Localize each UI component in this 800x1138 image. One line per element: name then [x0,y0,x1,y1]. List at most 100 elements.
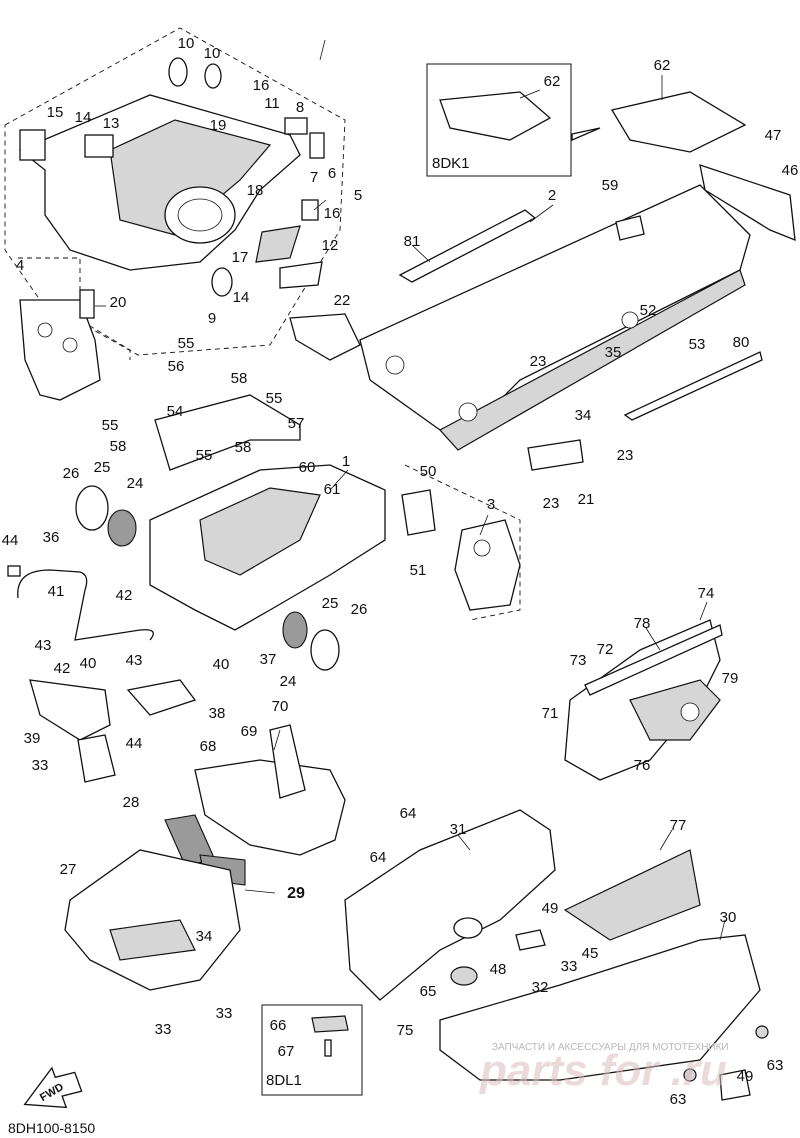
part-2-lower-edge [439,269,746,451]
part-8-bracket [284,117,308,135]
callout-27: 27 [60,861,77,878]
callout-59: 59 [602,177,619,194]
part-44-cap-left [7,565,21,577]
frame-opening-inner [177,198,223,232]
panel-71-79-group [564,619,723,781]
callout-81: 81 [404,233,421,250]
part-15-bracket [19,129,46,161]
part-1-group [75,394,386,671]
part-3-group [401,464,521,621]
callout-39: 39 [24,730,41,747]
callout-42: 42 [116,587,133,604]
part-27-cover [64,849,241,991]
callout-14: 14 [75,109,92,126]
callout-61: 61 [324,481,341,498]
callout-57: 57 [288,415,305,432]
callout-74: 74 [698,585,715,602]
callout-55: 55 [178,335,195,352]
callout-55: 55 [102,417,119,434]
part-13-bracket [84,134,114,158]
callout-10: 10 [204,45,221,62]
watermark-caption: ЗАПЧАСТИ И АКСЕССУАРЫ ДЛЯ МОТОТЕХНИКИ [492,1042,729,1053]
part-4-hole-a [37,322,53,338]
part-27-vent [109,919,196,961]
part-4-group [18,257,131,401]
callout-80: 80 [733,334,750,351]
callout-32: 32 [532,979,549,996]
part-25-plate-left [75,485,109,531]
callout-26: 26 [63,465,80,482]
fwd-arrow: FWD [23,1066,83,1109]
part-36-handle-bar [17,569,154,641]
callout-43: 43 [126,652,143,669]
callout-43: 43 [35,637,52,654]
callout-25: 25 [94,459,111,476]
part-65-grommet [450,966,478,986]
callout-41: 41 [48,583,65,600]
callout-58: 58 [110,438,127,455]
watermark-brand: parts for .ru [479,1046,727,1095]
callout-69: 69 [241,723,258,740]
frame-inner-wall [109,119,272,236]
callout-18: 18 [247,182,264,199]
callout-24: 24 [280,673,297,690]
callout-60: 60 [299,459,316,476]
callout-28: 28 [123,794,140,811]
part-39-bracket [29,679,111,741]
callout-76: 76 [634,757,651,774]
callout-71: 71 [542,705,559,722]
callout-49: 49 [737,1068,754,1085]
part-63-cap-lower [683,1068,697,1082]
frame-assembly-group [4,27,346,356]
diagram-code: 8DH100-8150 [8,1120,95,1136]
part-12-bracket [279,261,323,289]
part-24-boot-left [107,509,137,547]
callout-40: 40 [213,656,230,673]
callout-58: 58 [235,439,252,456]
callout-23: 23 [543,495,560,512]
callout-64: 64 [400,805,417,822]
callout-33: 33 [155,1021,172,1038]
callout-62: 62 [544,73,561,90]
part-49-bracket-lower [719,1069,751,1101]
callout-2: 2 [548,187,556,204]
callout-30: 30 [720,909,737,926]
callout-36: 36 [43,529,60,546]
inset-box-8dk1-label: 8DK1 [432,155,470,172]
callout-10: 10 [178,35,195,52]
callout-11: 11 [264,95,280,112]
callout-77: 77 [670,817,687,834]
watermark: ЗАПЧАСТИ И АКСЕССУАРЫ ДЛЯ МОТОТЕХНИКИ pa… [479,1042,729,1095]
callout-54: 54 [167,403,184,420]
callout-12: 12 [322,237,339,254]
part-2-main-frame [359,184,751,441]
callout-68: 68 [200,738,217,755]
callout-67: 67 [278,1043,295,1060]
leader-lines [95,39,726,941]
callout-5: 5 [354,187,362,204]
fwd-arrow-shape [23,1066,83,1109]
part-63-cap-upper [755,1025,769,1039]
part-7-bracket [301,199,319,221]
part-76-bracket [629,679,721,741]
callout-8: 8 [296,99,304,116]
callout-73: 73 [570,652,587,669]
callout-55: 55 [196,447,213,464]
part-68-69-cowl [194,759,346,856]
callout-9: 9 [208,310,216,327]
callout-25: 25 [322,595,339,612]
part-21-bracket [527,439,584,471]
part-49-bracket-upper [515,929,546,951]
part-30-panel [439,934,761,1081]
part-36-group [7,565,154,641]
part-22-bracket [289,313,361,361]
callout-48: 48 [490,961,507,978]
inset-box-8dl1-label: 8DL1 [266,1072,302,1089]
callout-21: 21 [578,491,595,508]
callout-33: 33 [216,1005,233,1022]
part-2-group [359,164,796,451]
part-2-hole-b [458,402,478,422]
inset-part-62 [439,91,552,141]
callout-47: 47 [765,127,782,144]
